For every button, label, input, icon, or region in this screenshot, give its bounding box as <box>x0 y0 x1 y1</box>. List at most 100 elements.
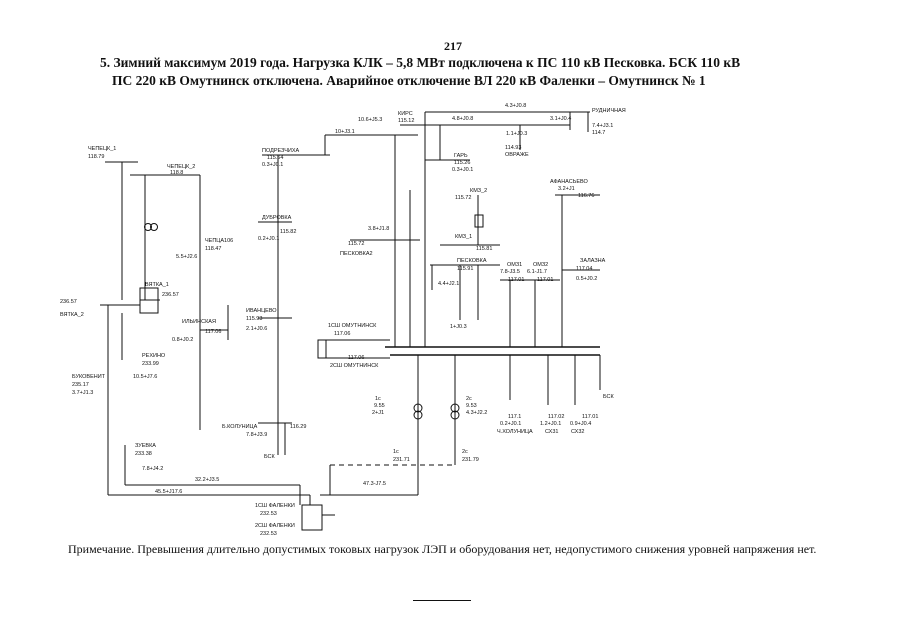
label: ГАРЬ <box>454 153 468 159</box>
label: ЧЕПЕЦК_2 <box>167 164 195 170</box>
label: 9.53 <box>466 403 477 409</box>
label: 233.99 <box>142 361 159 367</box>
label: 4.8+J0.8 <box>452 116 473 122</box>
label: 117.01 <box>582 414 598 420</box>
label: 115.72 <box>348 241 364 247</box>
label: 114.7 <box>592 130 605 136</box>
label: 1.2+J0.1 <box>540 421 561 427</box>
label: 5.5+J2.6 <box>176 254 197 260</box>
label: 0.8+J0.2 <box>172 337 193 343</box>
label: 1СШ ОМУТНИНСК <box>328 323 377 329</box>
label: ОВРАЖЕ <box>505 152 529 158</box>
label: 2СШ ФАЛЕНКИ <box>255 523 295 529</box>
label: 0.9+J0.4 <box>570 421 591 427</box>
label: 116.29 <box>290 424 306 430</box>
label: 117.06 <box>205 329 221 335</box>
label: ИВАНЦЕВО <box>246 308 277 314</box>
label: 1СШ ФАЛЕНКИ <box>255 503 295 509</box>
label: 0.2+J0.1 <box>500 421 521 427</box>
label: 32.2+J3.5 <box>195 477 219 483</box>
label: 117.04 <box>576 266 592 272</box>
label: ЧЕПЦА106 <box>205 238 233 244</box>
label: 0.2+J0.1 <box>258 236 279 242</box>
label: 115.26 <box>454 160 470 166</box>
label: 7.4+J3.1 <box>592 123 613 129</box>
label: 115.93 <box>246 316 262 322</box>
label: СХ31 <box>545 429 558 435</box>
label: ОМЗ1 <box>507 262 522 268</box>
label: 231.79 <box>462 457 479 463</box>
label: 0.5+J0.2 <box>576 276 597 282</box>
label: ЗАЛАЗНА <box>580 258 606 264</box>
label: РЕХИНО <box>142 353 166 359</box>
label: 115.12 <box>398 118 414 124</box>
label: 117.06 <box>348 355 364 361</box>
label: ИЛЬИНСКАЯ <box>182 319 216 325</box>
label: 7.8+J4.2 <box>142 466 163 472</box>
label: 115.72 <box>455 195 471 201</box>
label: 47.3-J7.5 <box>363 481 386 487</box>
title-line-1: 5. Зимний максимум 2019 года. Нагрузка К… <box>100 55 741 70</box>
label: 45.5+J17.6 <box>155 489 182 495</box>
label: 3.7+J1.3 <box>72 390 93 396</box>
label: 236.57 <box>60 299 77 305</box>
label: 115.91 <box>457 266 473 272</box>
label: 1+J0.3 <box>450 324 467 330</box>
label: ПЕСКОВКА <box>457 258 487 264</box>
label: 117.01 <box>537 277 553 283</box>
label: ЗУЕВКА <box>135 443 156 449</box>
diagram-labels: ЧЕПЕЦК_1 118.79 ЧЕПЕЦК_2 118.8 ВЯТКА_1 2… <box>60 103 626 537</box>
label: 114.93 <box>505 145 521 151</box>
label: 10.5+J7.6 <box>133 374 157 380</box>
label: 2с <box>466 396 472 402</box>
label: 117.01 <box>508 277 524 283</box>
label: 117.06 <box>334 331 350 337</box>
label: 0.3+J0.1 <box>262 162 283 168</box>
label: ПЕСКОВКА2 <box>340 251 373 257</box>
label: 10.6+J5.3 <box>358 117 382 123</box>
label: КМЗ_2 <box>470 188 487 194</box>
label: 4.4+J2.1 <box>438 281 459 287</box>
label: ВЯТКА_2 <box>60 312 84 318</box>
label: БСК <box>603 394 615 400</box>
label: ДУБРОВКА <box>262 215 292 221</box>
label: КИРС <box>398 111 413 117</box>
label: 1с <box>393 449 399 455</box>
label: 0.3+J0.1 <box>452 167 473 173</box>
label: ЧЕПЕЦК_1 <box>88 146 116 152</box>
label: 1.1+J0.3 <box>506 131 527 137</box>
label: ВЯТКА_1 <box>145 282 169 288</box>
label: 118.8 <box>170 170 183 176</box>
label: 7.8-J3.5 <box>500 269 520 275</box>
label: 6.1-J1.7 <box>527 269 547 275</box>
label: 3.2+J1 <box>558 186 575 192</box>
title-line-2: ПС 220 кВ Омутнинск отключена. Аварийное… <box>112 73 706 88</box>
label: 1с <box>375 396 381 402</box>
label: 116.76 <box>578 193 594 199</box>
page-title: 5. Зимний максимум 2019 года. Нагрузка К… <box>100 54 860 90</box>
label: 117.02 <box>548 414 564 420</box>
label: БУКОВЕНИТ <box>72 374 106 380</box>
label: 232.53 <box>260 511 277 517</box>
label: СХ32 <box>571 429 584 435</box>
label: Б.КОЛУНИЦА <box>222 424 258 430</box>
page-number: 217 <box>444 39 462 53</box>
label: РУДНИЧНАЯ <box>592 108 626 114</box>
label: 2СШ ОМУТНИНСК <box>330 363 379 369</box>
footnote-rule <box>413 600 471 601</box>
label: 2+J1 <box>372 410 384 416</box>
label: 3.8+J1.8 <box>368 226 389 232</box>
label: 4.3+J2.2 <box>466 410 487 416</box>
label: ПОДРЕЗЧИХА <box>262 148 300 154</box>
label: 7.8+J3.9 <box>246 432 267 438</box>
label: 115.82 <box>280 229 296 235</box>
label: 118.47 <box>205 246 221 252</box>
label: 117.1 <box>508 414 521 420</box>
label: 233.38 <box>135 451 152 457</box>
label: 2.1+J0.6 <box>246 326 267 332</box>
label: 231.71 <box>393 457 410 463</box>
label: 9.55 <box>374 403 385 409</box>
label: 232.53 <box>260 531 277 537</box>
label: ОМЗ2 <box>533 262 548 268</box>
label: 236.57 <box>162 292 179 298</box>
